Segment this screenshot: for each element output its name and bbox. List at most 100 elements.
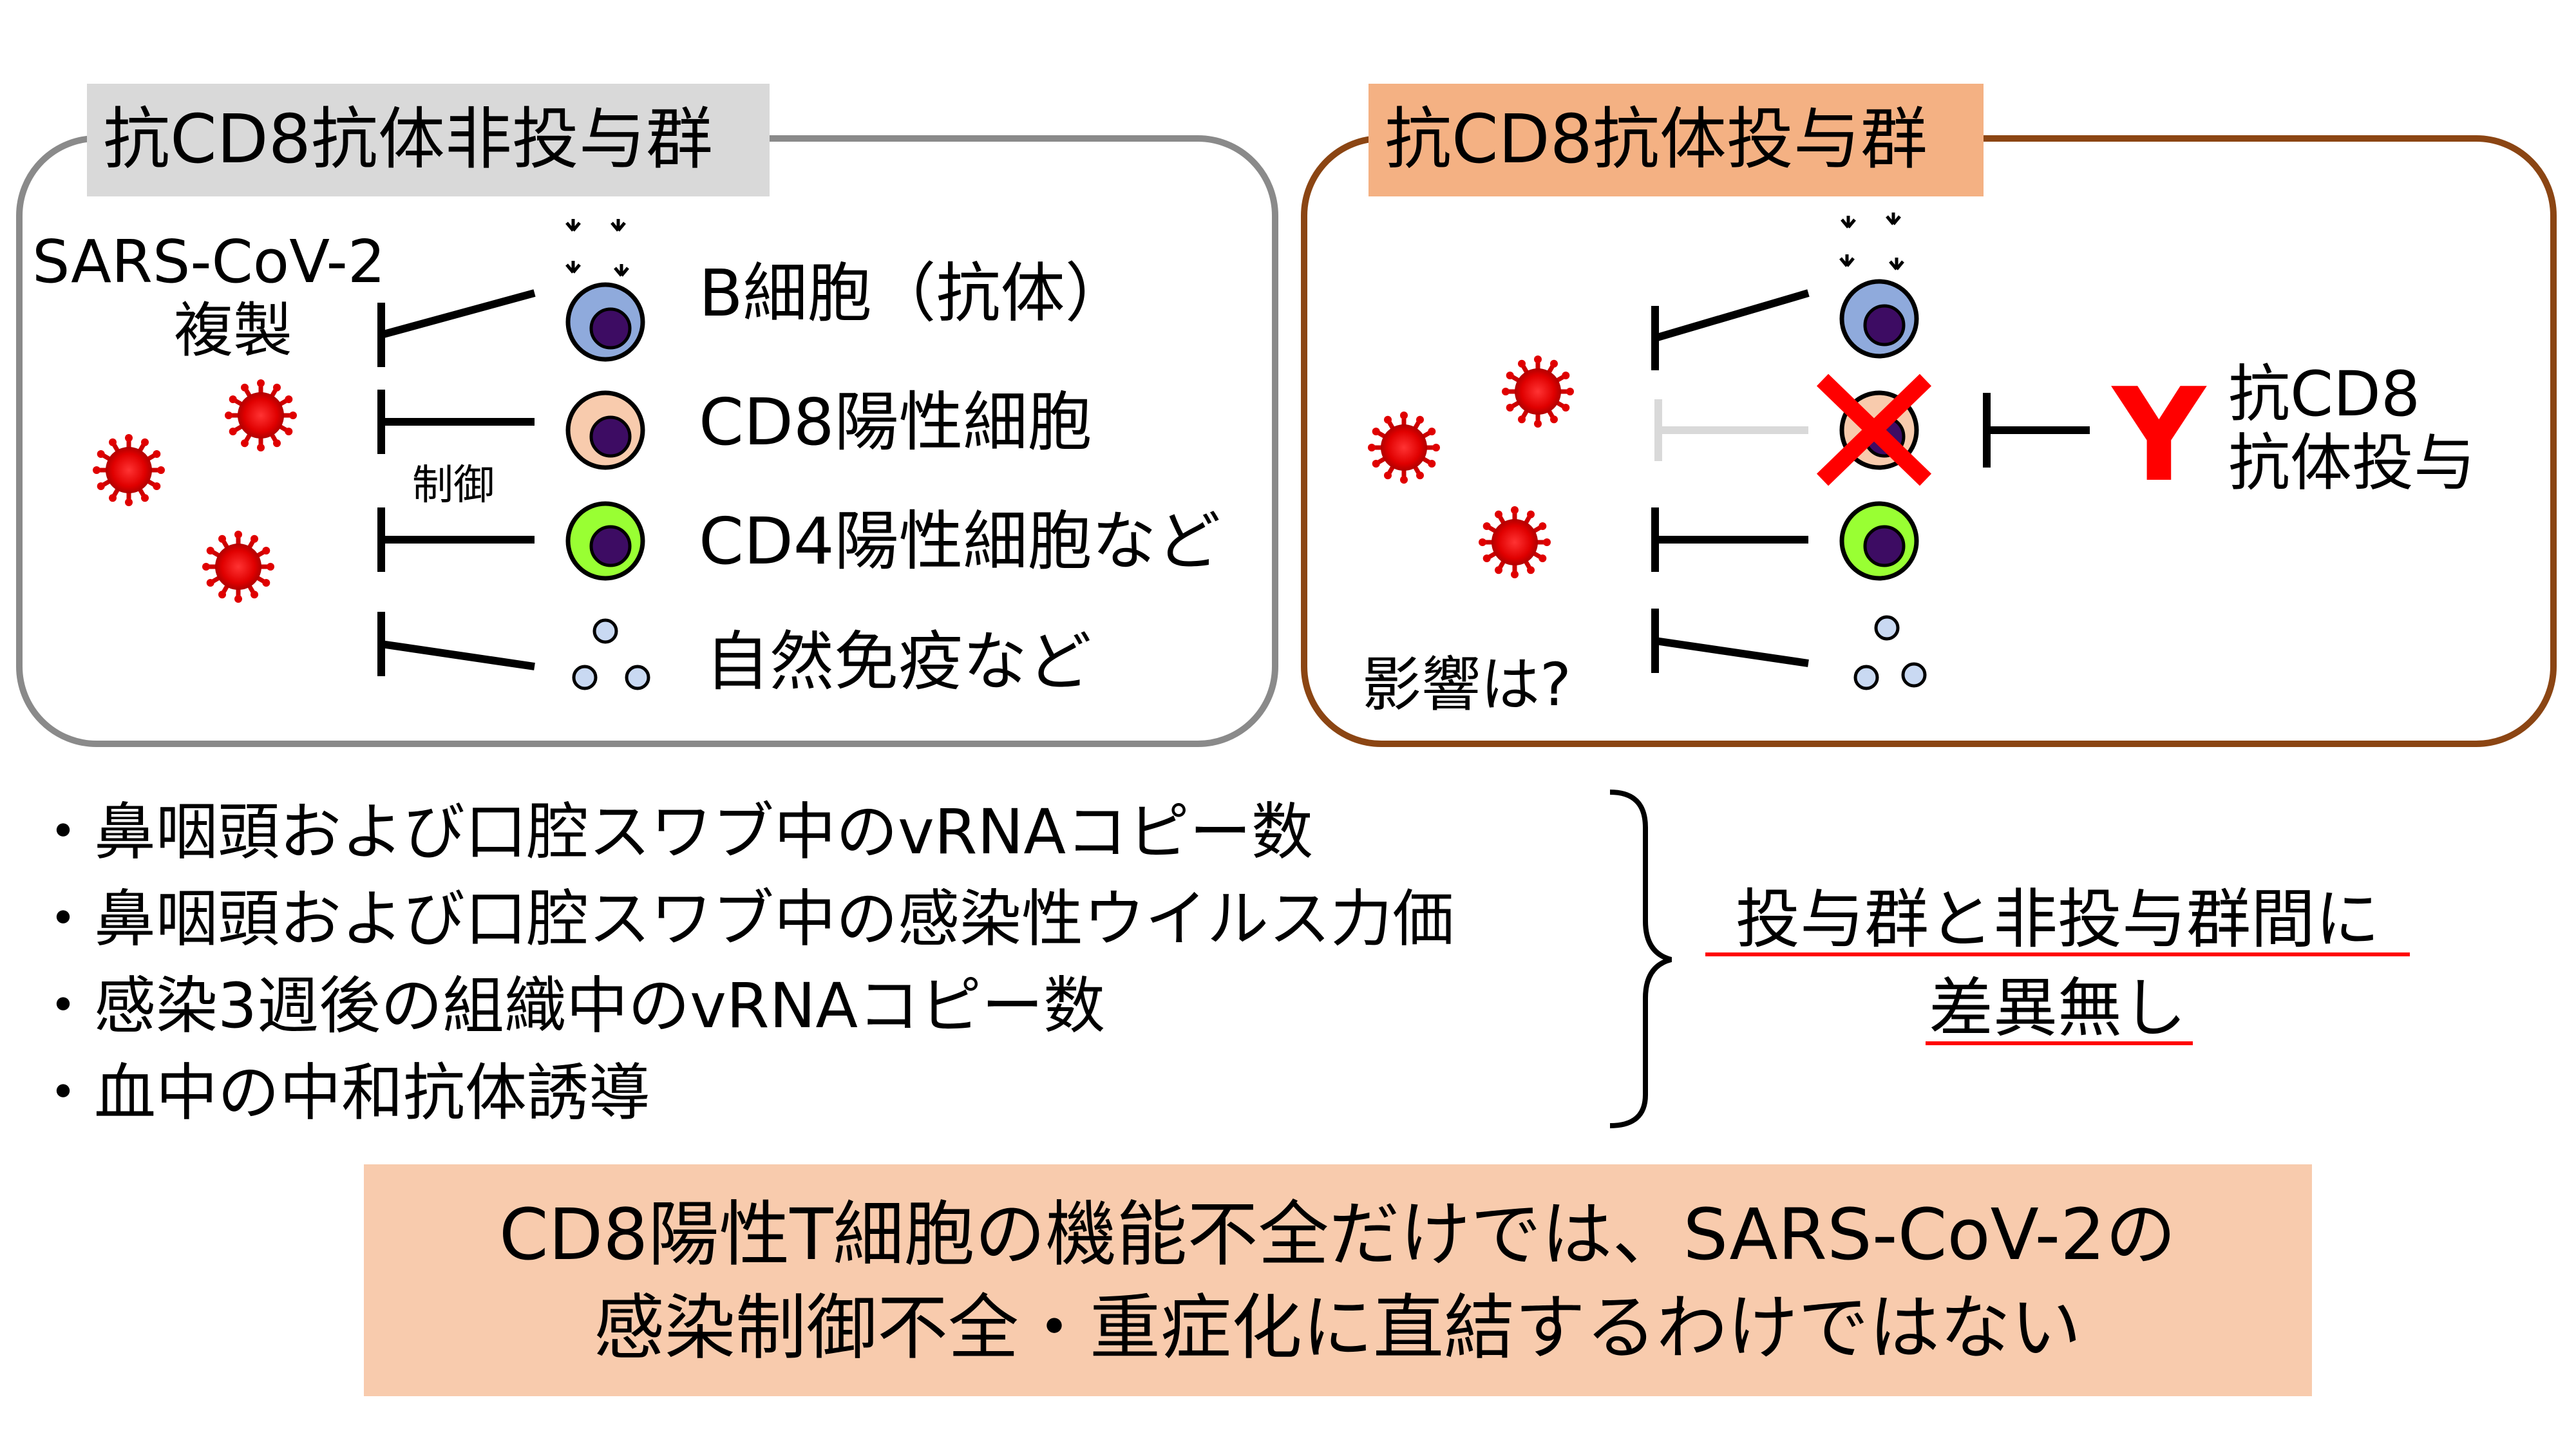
virus-spike-tip xyxy=(1506,404,1514,412)
virus-spike-tip xyxy=(97,450,105,458)
inhibition-arrow-faded xyxy=(1654,399,1808,461)
virus-spike-tip xyxy=(241,383,249,392)
effect-label: 影響は? xyxy=(1362,650,1571,719)
virus-label-line1: SARS-CoV-2 xyxy=(32,227,385,296)
virus-spike-tip xyxy=(285,395,293,403)
b-cell-icon xyxy=(565,282,645,362)
virus-spike-tip xyxy=(262,579,270,587)
x-mark-icon xyxy=(1816,374,1932,486)
virus-spike-tip xyxy=(1482,554,1491,562)
cd4-cell-icon xyxy=(1839,501,1919,581)
virus-spike-tip xyxy=(257,444,265,451)
virus-icon xyxy=(225,379,297,451)
virus-spike-tip xyxy=(141,438,149,446)
innate-immunity-label: 自然免疫など xyxy=(705,624,1092,699)
cd4-cell-icon xyxy=(565,501,645,581)
virus-spike-tip xyxy=(229,395,237,403)
virus-spike-tip xyxy=(141,494,149,502)
cd8-cell-label: CD8陽性細胞 xyxy=(699,384,1092,460)
antibody-icon xyxy=(565,219,629,277)
inhibition-arrow xyxy=(1983,393,2090,468)
virus-spike-tip xyxy=(1539,554,1547,562)
virus-spike-tip xyxy=(206,579,214,587)
b-cell-icon xyxy=(1839,279,1919,359)
bullet-item: ・鼻咽頭および口腔スワブ中の感染性ウイルス力価 xyxy=(32,883,1454,955)
inhibition-arrow xyxy=(1651,609,1809,673)
inhibition-arrow xyxy=(377,507,535,572)
inhibition-arrow xyxy=(377,390,535,454)
virus-spike-tip xyxy=(1511,571,1519,578)
virus-spike-tip xyxy=(1518,359,1526,368)
virus-spike-tip xyxy=(1416,415,1424,424)
virus-spike-tip xyxy=(1527,510,1535,518)
bullet-item: ・鼻咽頭および口腔スワブ中のvRNAコピー数 xyxy=(32,796,1313,868)
virus-spike-tip xyxy=(218,535,226,543)
virus-spike-tip xyxy=(262,547,270,554)
conclusion-box xyxy=(364,1164,2312,1396)
virus-spike-tip xyxy=(251,591,258,599)
inhibition-arrow xyxy=(1651,289,1810,370)
virus-spike-tip xyxy=(273,383,281,392)
virus-spike-tip xyxy=(109,438,117,446)
antibody-icon xyxy=(1839,213,1904,270)
virus-spike-tip xyxy=(1534,420,1542,428)
virus-spike-tip xyxy=(1562,372,1570,379)
left-panel-title: 抗CD8抗体非投与群 xyxy=(103,100,713,178)
virus-spike-tip xyxy=(1495,566,1502,574)
result-line1: 投与群と非投与群間に xyxy=(1736,882,2380,957)
bullet-item: ・感染3週後の組織中のvRNAコピー数 xyxy=(32,970,1105,1042)
virus-spike-tip xyxy=(1400,412,1408,419)
virus-spike-tip xyxy=(206,547,214,554)
virus-spike-tip xyxy=(1543,538,1551,546)
virus-spike-tip xyxy=(1502,388,1510,395)
curly-brace xyxy=(1609,790,1672,1128)
inhibition-arrow xyxy=(1651,507,1808,572)
virus-spike-tip xyxy=(1506,372,1514,379)
virus-spike-tip xyxy=(1372,428,1380,435)
result-line2: 差異無し xyxy=(1929,971,2186,1046)
virus-spike-tip xyxy=(1539,522,1547,530)
antibody-label-line2: 抗体投与 xyxy=(2228,427,2476,499)
virus-spike-tip xyxy=(251,535,258,543)
virus-spike-tip xyxy=(1511,506,1519,514)
virus-label-line2: 複製 xyxy=(174,296,292,365)
virus-spike-tip xyxy=(125,434,133,442)
virus-spike-tip xyxy=(267,563,274,571)
cd4-cell-label: CD4陽性細胞など xyxy=(699,504,1220,579)
virus-spike-tip xyxy=(1384,471,1392,480)
b-cell-label: B細胞（抗体） xyxy=(699,256,1130,331)
virus-spike-tip xyxy=(234,595,242,603)
virus-icon xyxy=(1479,506,1551,578)
virus-spike-tip xyxy=(1495,510,1502,518)
virus-spike-tip xyxy=(1432,444,1440,451)
virus-icon xyxy=(93,434,165,506)
left-panel-title-bg xyxy=(87,84,770,196)
inhibition-arrow xyxy=(377,289,536,367)
virus-spike-tip xyxy=(289,412,297,419)
virus-spike-tip xyxy=(1372,460,1380,468)
virus-spike-tip xyxy=(1566,388,1574,395)
control-label: 制御 xyxy=(412,462,495,509)
virus-spike-tip xyxy=(285,428,293,435)
virus-spike-tip xyxy=(157,466,165,474)
virus-spike-tip xyxy=(1428,428,1436,435)
virus-spike-tip xyxy=(225,412,232,419)
virus-spike-tip xyxy=(273,439,281,448)
innate-immunity-icon xyxy=(1853,615,1927,690)
virus-spike-tip xyxy=(241,439,249,448)
virus-spike-tip xyxy=(218,591,226,599)
virus-spike-tip xyxy=(1482,522,1491,530)
virus-spike-tip xyxy=(234,531,242,538)
conclusion-line2: 感染制御不全・重症化に直結するわけではない xyxy=(594,1287,2081,1369)
cd8-cell-icon xyxy=(565,390,645,470)
virus-spike-tip xyxy=(153,482,161,490)
anti-cd8-antibody-symbol: Y xyxy=(2111,361,2207,511)
virus-icon xyxy=(202,531,274,603)
virus-spike-tip xyxy=(1518,415,1526,424)
virus-spike-tip xyxy=(1368,444,1376,451)
virus-spike-tip xyxy=(1527,566,1535,574)
virus-icon xyxy=(1502,355,1574,428)
virus-spike-tip xyxy=(1550,359,1558,368)
right-panel-title-bg xyxy=(1368,84,1984,196)
